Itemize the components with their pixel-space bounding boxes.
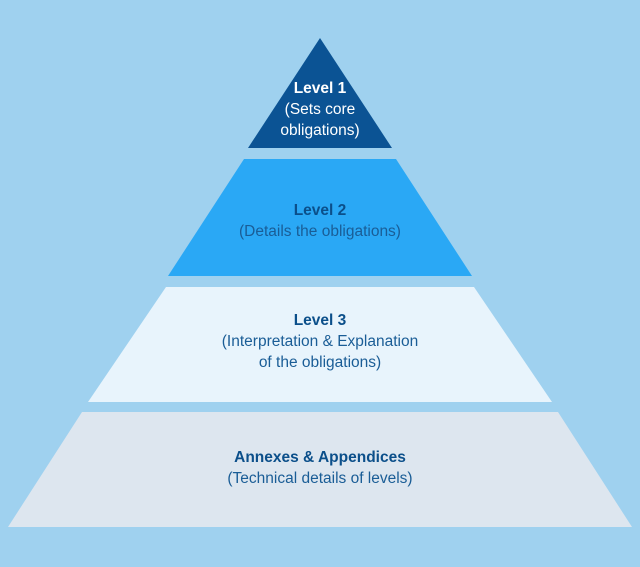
tier-3-description-line-1: (Interpretation & Explanation [221, 332, 419, 350]
tier-3-description-line-2: of the obligations) [258, 353, 382, 371]
tier-annexes-description-line-1: (Technical details of levels) [227, 469, 413, 487]
tier-3-label: Level 3 (Interpretation & Explanation of… [170, 311, 470, 374]
tier-annexes-title: Annexes & Appendices [234, 449, 406, 466]
tier-2-title: Level 2 [293, 202, 347, 219]
tier-1-description-line-2: obligations) [280, 121, 360, 139]
tier-3-title: Level 3 [293, 312, 347, 329]
tier-annexes-label: Annexes & Appendices (Technical details … [170, 448, 470, 490]
tier-1-description-line-1: (Sets core [284, 100, 356, 118]
tier-1-label: Level 1 (Sets core obligations) [245, 79, 395, 142]
tier-1-title: Level 1 [293, 80, 347, 97]
tier-3-shape [88, 287, 552, 402]
tier-1-shape [248, 38, 392, 148]
tier-2-label: Level 2 (Details the obligations) [190, 201, 450, 243]
tier-annexes-shape [8, 412, 632, 527]
tier-2-shape [168, 159, 472, 276]
tier-2-description-line-1: (Details the obligations) [239, 222, 401, 240]
